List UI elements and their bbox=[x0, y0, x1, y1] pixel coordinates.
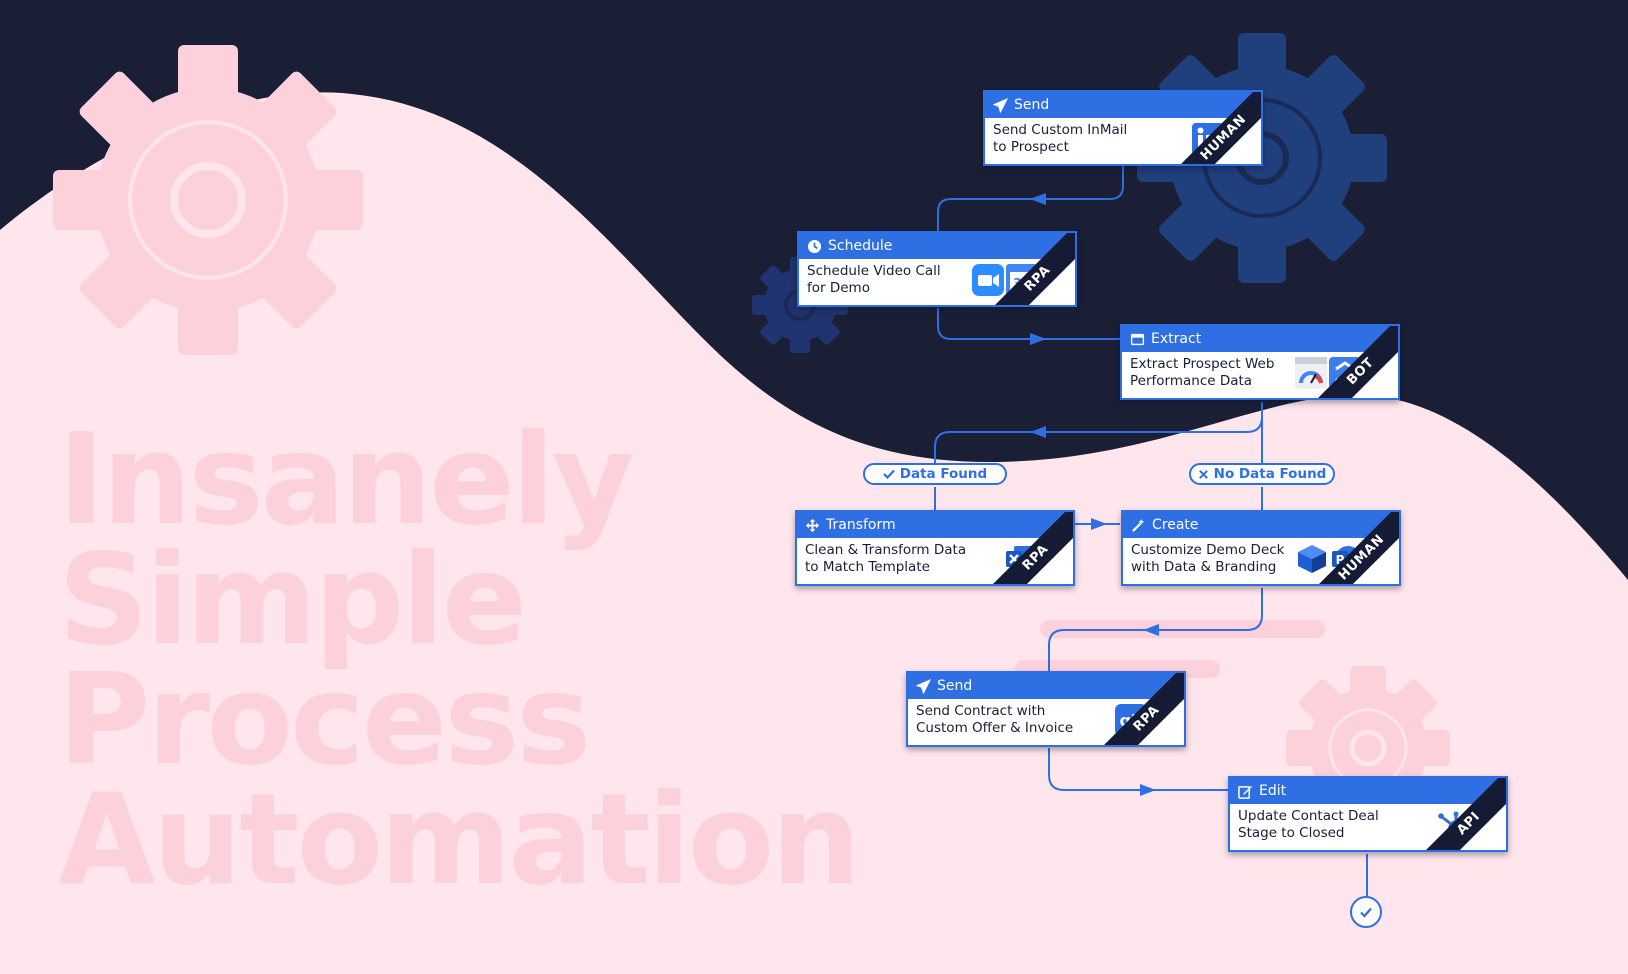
svg-text:P: P bbox=[1336, 553, 1345, 567]
node-header: Schedule bbox=[799, 233, 1075, 259]
node-description: Extract Prospect Web Performance Data bbox=[1122, 352, 1298, 394]
check-circle-icon bbox=[1358, 904, 1374, 920]
headline-line: Automation bbox=[58, 766, 861, 913]
arrowhead bbox=[1030, 193, 1046, 205]
node-header: Edit bbox=[1230, 778, 1506, 804]
node-header: Create bbox=[1123, 512, 1399, 538]
clock-icon bbox=[807, 239, 822, 254]
node-description-line: Send Custom InMail bbox=[993, 122, 1128, 138]
node-description: Schedule Video Call for Demo bbox=[799, 259, 975, 301]
headline: Insanely Simple Process Automation bbox=[58, 406, 861, 913]
connector-send-to-edit bbox=[1048, 748, 1228, 791]
node-description-line: to Match Template bbox=[805, 559, 930, 575]
node-type: Send bbox=[937, 678, 973, 694]
node-description: Update Contact Deal Stage to Closed bbox=[1230, 804, 1406, 846]
arrowhead bbox=[1030, 426, 1046, 438]
zoom-icon bbox=[971, 263, 1005, 297]
connector-schedule-to-extract bbox=[937, 308, 1120, 340]
node-type: Send bbox=[1014, 97, 1050, 113]
arrowhead bbox=[1143, 624, 1159, 636]
branch-label: No Data Found bbox=[1213, 466, 1327, 482]
node-header: Send bbox=[985, 92, 1261, 118]
arrowhead bbox=[1140, 784, 1156, 796]
node-header: Transform bbox=[797, 512, 1073, 538]
paper-plane-icon bbox=[916, 678, 931, 694]
headline-line: Insanely bbox=[58, 406, 634, 553]
node-description-line: for Demo bbox=[807, 280, 870, 296]
x-icon bbox=[1198, 469, 1209, 480]
node-description: Send Contract with Custom Offer & Invoic… bbox=[908, 699, 1104, 741]
3d-box-icon bbox=[1295, 542, 1329, 576]
node-header: Send bbox=[908, 673, 1184, 699]
node-description-line: Update Contact Deal bbox=[1238, 808, 1379, 824]
edit-icon bbox=[1238, 784, 1253, 799]
branch-label: Data Found bbox=[899, 466, 988, 482]
check-icon bbox=[883, 468, 895, 480]
node-description-line: Customize Demo Deck bbox=[1131, 542, 1285, 558]
branch-label-data-found[interactable]: Data Found bbox=[863, 463, 1007, 485]
node-description-line: Custom Offer & Invoice bbox=[916, 720, 1074, 736]
move-arrows-icon bbox=[805, 518, 820, 533]
node-description-line: Stage to Closed bbox=[1238, 825, 1345, 841]
node-type: Extract bbox=[1151, 331, 1202, 347]
arrowhead bbox=[1030, 333, 1046, 345]
node-header: Extract bbox=[1122, 326, 1398, 352]
node-description: Customize Demo Deck with Data & Branding bbox=[1123, 538, 1309, 580]
magic-wand-icon bbox=[1131, 518, 1146, 533]
node-type: Edit bbox=[1259, 783, 1287, 799]
node-description: Send Custom InMail to Prospect bbox=[985, 118, 1161, 160]
flow-node-extract-data[interactable]: Extract Extract Prospect Web Performance… bbox=[1120, 324, 1400, 400]
paper-plane-icon bbox=[993, 97, 1008, 113]
flow-node-send-contract[interactable]: Send Send Contract with Custom Offer & I… bbox=[906, 671, 1186, 747]
headline-line: Simple bbox=[58, 526, 527, 673]
branch-label-no-data-found[interactable]: No Data Found bbox=[1189, 463, 1335, 485]
gear-icon bbox=[53, 45, 363, 355]
node-description-line: with Data & Branding bbox=[1131, 559, 1277, 575]
node-description-line: Schedule Video Call bbox=[807, 263, 941, 279]
flow-node-transform-data[interactable]: Transform Clean & Transform Data to Matc… bbox=[795, 510, 1075, 586]
flow-node-schedule-call[interactable]: Schedule Schedule Video Call for Demo 31… bbox=[797, 231, 1077, 307]
headline-line: Process bbox=[58, 646, 591, 793]
node-description: Clean & Transform Data to Match Template bbox=[797, 538, 993, 580]
node-description-line: Extract Prospect Web bbox=[1130, 356, 1275, 372]
flow-node-edit-deal[interactable]: Edit Update Contact Deal Stage to Closed… bbox=[1228, 776, 1508, 852]
node-type: Schedule bbox=[828, 238, 893, 254]
node-description-line: to Prospect bbox=[993, 139, 1069, 155]
flow-end-marker[interactable] bbox=[1350, 896, 1382, 928]
node-type: Create bbox=[1152, 517, 1199, 533]
browser-window-icon bbox=[1130, 332, 1145, 347]
flow-node-send-inmail[interactable]: Send Send Custom InMail to Prospect HUMA… bbox=[983, 90, 1263, 166]
flow-node-create-deck[interactable]: Create Customize Demo Deck with Data & B… bbox=[1121, 510, 1401, 586]
node-type: Transform bbox=[826, 517, 896, 533]
arrowhead bbox=[1091, 518, 1107, 530]
connector-extract-to-transform bbox=[934, 402, 1263, 463]
node-description-line: Send Contract with bbox=[916, 703, 1046, 719]
node-description-line: Clean & Transform Data bbox=[805, 542, 967, 558]
pagespeed-gauge-icon bbox=[1294, 356, 1328, 390]
node-description-line: Performance Data bbox=[1130, 373, 1253, 389]
